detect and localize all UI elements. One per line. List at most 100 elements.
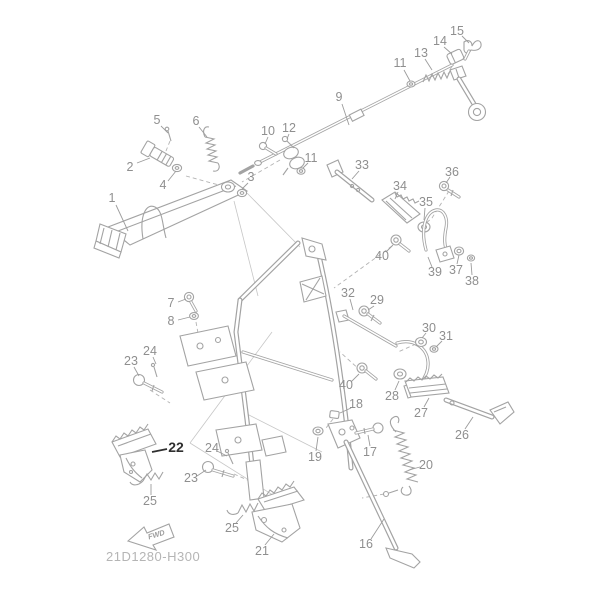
part-label-35: 35	[419, 195, 433, 209]
leader-line-9	[341, 103, 350, 126]
leader-line-21	[264, 533, 275, 546]
part-label-1: 1	[109, 191, 116, 205]
footrest-bar-33	[326, 159, 375, 203]
part-label-17: 17	[363, 445, 377, 459]
leader-line-24	[216, 450, 228, 457]
leader-line-35	[423, 207, 426, 221]
drawing-code: 21D1280-H300	[106, 549, 200, 564]
part-label-2: 2	[127, 160, 134, 174]
leader-line-8	[177, 316, 191, 321]
leader-line-11	[403, 69, 411, 82]
part-label-20: 20	[419, 458, 433, 472]
part-label-27: 27	[414, 406, 428, 420]
part-label-12: 12	[282, 121, 296, 135]
leader-line-26	[464, 416, 474, 430]
leader-line-17	[367, 434, 371, 447]
leader-line-24	[152, 356, 157, 365]
part-label-16: 16	[359, 537, 373, 551]
part-label-24: 24	[143, 344, 157, 358]
screw-12	[281, 135, 289, 143]
part-label-4: 4	[160, 178, 167, 192]
part-label-21: 21	[255, 544, 269, 558]
leader-line-12	[286, 133, 290, 140]
part-label-36: 36	[445, 165, 459, 179]
nut-38	[466, 254, 476, 262]
spring-13	[422, 70, 451, 83]
part-label-32: 32	[341, 286, 355, 300]
leader-line-27	[423, 397, 430, 408]
side-stand-group	[312, 410, 421, 569]
part-label-30: 30	[422, 321, 436, 335]
footpeg-21-group	[201, 448, 305, 543]
part-label-11: 11	[394, 56, 407, 70]
part-label-25: 25	[143, 494, 157, 508]
washer-37	[453, 246, 465, 256]
part-label-31: 31	[439, 329, 453, 343]
leader-line-25	[235, 514, 244, 524]
part-label-23: 23	[184, 471, 198, 485]
leader-line-16	[370, 518, 385, 540]
brake-lever-arm	[449, 65, 487, 122]
leader-line-40	[385, 244, 394, 253]
nut-31	[429, 345, 439, 353]
part-label-11: 11	[305, 151, 318, 165]
part-label-29: 29	[370, 293, 384, 307]
rod-ferrule	[348, 108, 365, 123]
cotter-pin-5	[164, 126, 172, 142]
leader-line-18	[339, 407, 352, 414]
pedal-stop-loop	[141, 205, 167, 240]
part-label-26: 26	[455, 428, 469, 442]
part-label-19: 19	[308, 450, 322, 464]
washer-3	[236, 188, 248, 198]
washer-28	[393, 368, 407, 380]
leader-line-39	[427, 256, 433, 268]
clip-spring-25-left	[129, 471, 164, 486]
pivot-bolt-2	[140, 140, 175, 167]
leader-line-13	[424, 58, 433, 71]
part-label-38: 38	[465, 274, 479, 288]
part-label-25: 25	[225, 521, 239, 535]
part-label-8: 8	[168, 314, 175, 328]
footpeg-27	[404, 373, 450, 398]
bolt-29	[358, 305, 382, 325]
leader-line-6	[198, 126, 208, 138]
pin-24-left	[150, 362, 158, 378]
bolt-7	[183, 291, 198, 313]
bolt-40-lower	[356, 362, 378, 381]
ball-bolt-23-mid	[201, 460, 235, 478]
part-label-14: 14	[433, 34, 447, 48]
pivot-boss	[220, 181, 236, 193]
part-label-6: 6	[193, 114, 200, 128]
stand-spring-20	[382, 415, 419, 498]
stand-foot	[385, 547, 421, 569]
nut-8	[189, 312, 199, 320]
part-label-34: 34	[393, 179, 407, 193]
part-label-33: 33	[355, 158, 369, 172]
footpeg-21	[251, 480, 305, 543]
part-label-28: 28	[385, 389, 399, 403]
leader-line-30	[421, 332, 427, 339]
part-label-40: 40	[339, 378, 353, 392]
fwd-arrow: FWD	[126, 523, 175, 551]
frame	[179, 237, 354, 501]
leader-line-23	[196, 469, 207, 477]
leader-line-36	[445, 176, 451, 184]
return-spring-6	[203, 126, 220, 172]
leader-line-40	[350, 373, 360, 383]
footrest-upper-group	[326, 159, 476, 263]
leader-line-19	[315, 436, 319, 452]
leader-line-2	[136, 157, 151, 164]
part-label-10: 10	[261, 124, 275, 138]
leader-line-23	[133, 366, 140, 377]
brake-pedal-assembly	[93, 126, 249, 259]
frame-head-bracket	[301, 237, 327, 261]
rod-end	[254, 160, 262, 166]
part-22-serrated-pad	[111, 423, 157, 483]
mount-bar-26	[443, 397, 515, 425]
part-label-39: 39	[428, 265, 442, 279]
ball-bolt-23-left	[132, 373, 164, 394]
bottom-bracket	[215, 423, 263, 457]
part-label-22: 22	[168, 439, 184, 455]
part-label-24: 24	[205, 441, 219, 455]
